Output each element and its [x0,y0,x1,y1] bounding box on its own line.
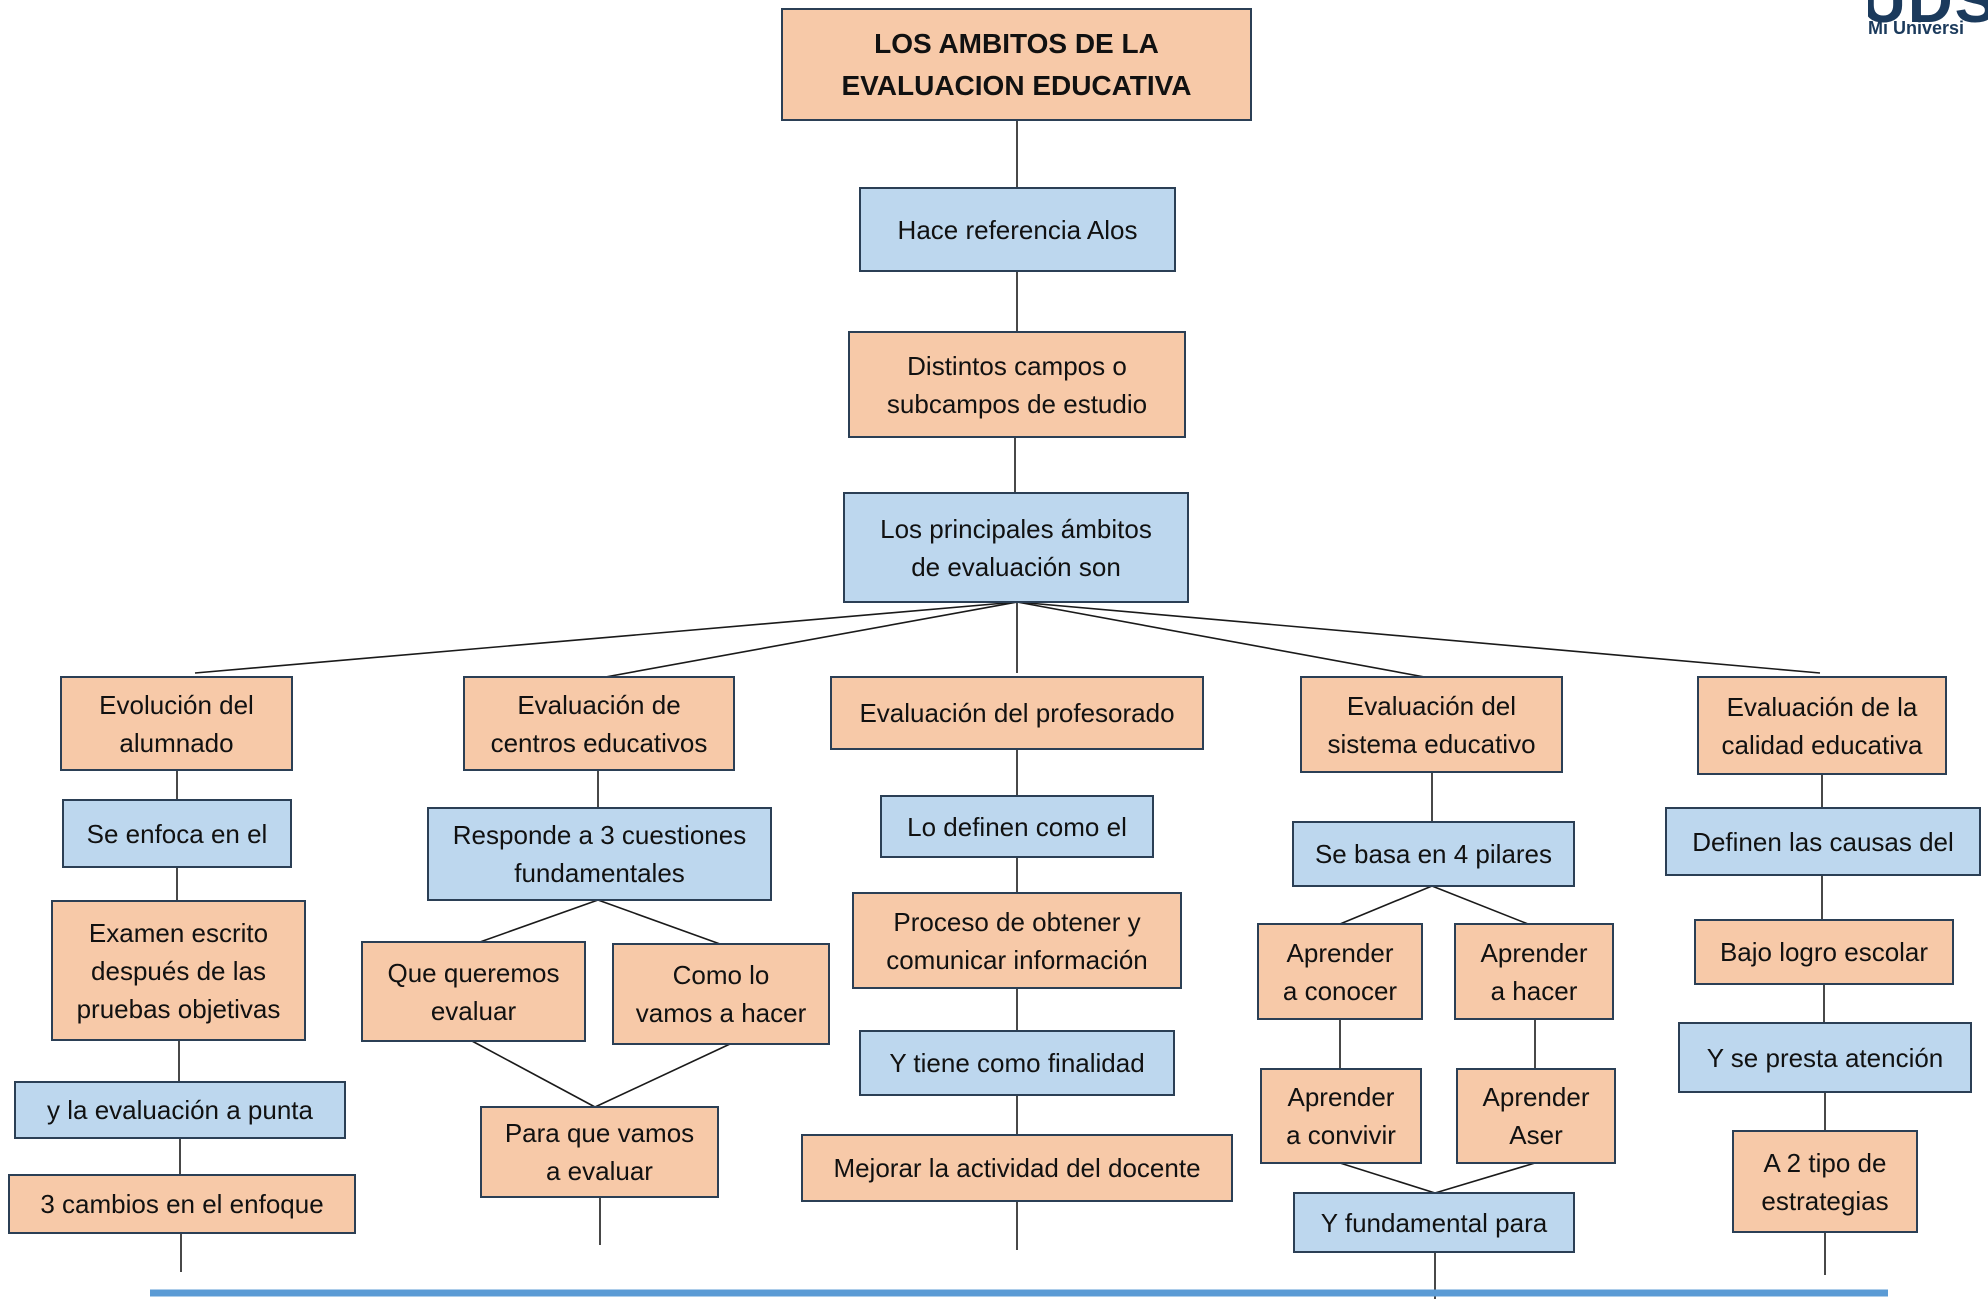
connector [1016,601,1821,674]
connector [1339,885,1433,925]
sistema-fundamental-box: Y fundamental para [1293,1192,1575,1253]
alumnado-evaluation-box: y la evaluación a punta [14,1081,346,1139]
centros-questions-box: Responde a 3 cuestiones fundamentales [427,807,772,901]
pillar-convivir-box: Aprender a convivir [1260,1068,1422,1164]
branch-profesorado-header: Evaluación del profesorado [830,676,1204,750]
logo-mark: UDS [1868,0,1988,36]
pillar-ser-box: Aprender Aser [1456,1068,1616,1164]
connector [471,1040,596,1108]
connector [594,1043,731,1108]
branch-centros-header: Evaluación de centros educativos [463,676,735,771]
calidad-strategies-box: A 2 tipo de estrategias [1732,1130,1918,1233]
branch-sistema-header: Evaluación del sistema educativo [1300,676,1563,773]
alumnado-exam-box: Examen escrito después de las pruebas ob… [51,900,306,1041]
alumnado-changes-box: 3 cambios en el enfoque [8,1174,356,1234]
branch-calidad-header: Evaluación de la calidad educativa [1697,676,1947,775]
centros-why-box: Para que vamos a evaluar [480,1106,719,1198]
connector [479,899,599,943]
intro-main-areas-box: Los principales ámbitos de evaluación so… [843,492,1189,603]
calidad-causes-box: Definen las causas del [1665,807,1981,876]
connector [1339,1162,1436,1194]
connector [194,601,1018,674]
intro-fields-box: Distintos campos o subcampos de estudio [848,331,1186,438]
calidad-low-achievement-box: Bajo logro escolar [1694,919,1954,985]
alumnado-focus-box: Se enfoca en el [62,799,292,868]
intro-reference-box: Hace referencia Alos [859,187,1176,272]
connector [1434,1162,1536,1194]
profesorado-process-box: Proceso de obtener y comunicar informaci… [852,892,1182,989]
profesorado-purpose-box: Y tiene como finalidad [859,1030,1175,1096]
pillar-hacer-box: Aprender a hacer [1454,923,1614,1020]
pillar-conocer-box: Aprender a conocer [1257,923,1423,1020]
connector [1016,601,1431,679]
connector [599,601,1018,679]
centros-how-box: Como lo vamos a hacer [612,943,830,1045]
calidad-attention-box: Y se presta atención [1678,1022,1972,1093]
title-box: LOS AMBITOS DE LA EVALUACION EDUCATIVA [781,8,1252,121]
logo-subtitle: Mi Universi [1868,18,1965,38]
profesorado-definition-box: Lo definen como el [880,795,1154,858]
sistema-pillars-box: Se basa en 4 pilares [1292,821,1575,887]
connector [1431,885,1529,925]
centros-what-box: Que queremos evaluar [361,941,586,1042]
profesorado-improve-box: Mejorar la actividad del docente [801,1134,1233,1202]
connector [597,899,721,945]
branch-alumnado-header: Evolución del alumnado [60,676,293,771]
university-logo: UDS Mi Universi [1868,0,1988,60]
